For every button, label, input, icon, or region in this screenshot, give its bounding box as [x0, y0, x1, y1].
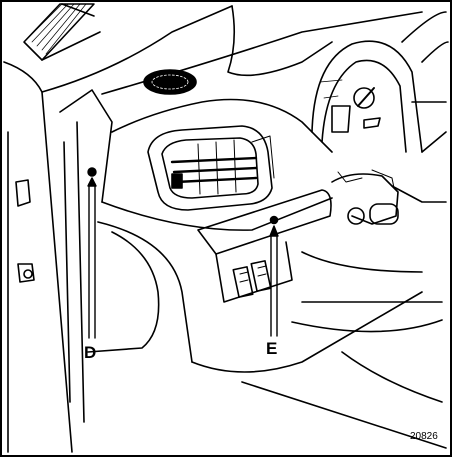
fastener-d: [87, 167, 97, 177]
a-pillar: [3, 5, 233, 453]
lower-dashboard: [87, 221, 447, 449]
switch-panel: [215, 241, 293, 303]
reference-number: 20826: [410, 431, 438, 442]
air-vent: [147, 125, 275, 211]
dashboard-top: [101, 5, 423, 231]
instrument-cluster: [311, 11, 449, 153]
lower-trim-panel: [197, 189, 332, 255]
leader-e: [270, 233, 278, 337]
leader-d: [88, 183, 96, 339]
callout-leaders: [87, 167, 279, 339]
speaker-grille: [143, 69, 197, 95]
callout-label-e: E: [266, 339, 278, 358]
callout-label-d: D: [84, 343, 97, 362]
steering-column: [331, 169, 447, 225]
windscreen-trim: [23, 3, 101, 61]
